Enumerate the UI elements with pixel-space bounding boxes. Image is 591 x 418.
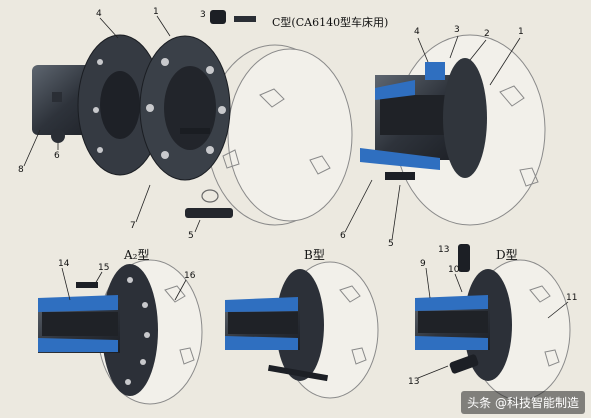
section-label-d: D型 xyxy=(496,248,518,262)
a2-section-bottom xyxy=(38,338,118,352)
c-part3-screw xyxy=(234,16,256,22)
c-type-exploded-assembly xyxy=(23,10,353,233)
c-chuck-outline-front xyxy=(227,48,353,222)
c-cut-section-top xyxy=(375,80,415,100)
c-left-leader-lines xyxy=(23,15,201,233)
d-chuck-jaws xyxy=(529,285,560,367)
b-section-bottom xyxy=(225,336,298,350)
callout-d-13-bottom: 13 xyxy=(408,377,420,387)
c-ring-bolt-holes xyxy=(93,58,226,159)
c-chuck-jaws xyxy=(222,88,331,175)
b-chuck-jaws xyxy=(339,285,367,365)
callout-d-10: 10 xyxy=(448,265,460,275)
d-leader-lines xyxy=(417,267,569,379)
c-cut-flange xyxy=(443,58,487,178)
callout-a2-15: 15 xyxy=(98,263,110,273)
callout-a2-14: 14 xyxy=(58,259,70,269)
c-flange-bore xyxy=(100,71,140,139)
callout-c-left-6: 6 xyxy=(54,151,60,161)
callout-c-left-8: 8 xyxy=(18,165,24,175)
c-cut-chuck-jaws xyxy=(499,85,539,187)
callout-d-13-top: 13 xyxy=(438,245,450,255)
callout-c-left-7: 7 xyxy=(130,221,136,231)
b-long-bolt xyxy=(267,364,329,382)
c-pin-8 xyxy=(52,92,62,102)
callout-c-right-6: 6 xyxy=(340,231,346,241)
section-label-a2: A₂型 xyxy=(124,248,150,262)
c-key-bolt xyxy=(180,128,210,134)
a2-bolt-15 xyxy=(76,282,98,288)
callout-c-right-1: 1 xyxy=(518,27,524,37)
callout-c-right-4: 4 xyxy=(414,27,420,37)
c-part5-washer xyxy=(201,189,219,203)
callout-c-left-5: 5 xyxy=(188,231,194,241)
c-spindle-bore xyxy=(164,66,216,150)
c-nut-6 xyxy=(51,129,65,143)
a2-flange-holes xyxy=(125,277,150,385)
b-bore xyxy=(228,312,298,334)
callout-c-left-4: 4 xyxy=(96,9,102,19)
a2-leader-lines xyxy=(61,267,187,301)
d-cam-stud-13-lower xyxy=(449,354,479,374)
b-type-assembly xyxy=(225,261,379,399)
a2-bore xyxy=(42,312,118,336)
c-cut-stud-6 xyxy=(385,172,415,180)
d-cam-stud-13 xyxy=(458,244,470,272)
d-bore xyxy=(418,311,488,333)
callout-c-right-2: 2 xyxy=(484,29,490,39)
d-type-assembly xyxy=(415,244,571,401)
a2-type-assembly xyxy=(38,259,203,405)
watermark: 头条 @科技智能制造 xyxy=(461,391,585,414)
d-section-bottom xyxy=(415,336,488,350)
callout-c-right-5: 5 xyxy=(388,239,394,249)
c-part3-cap xyxy=(210,10,226,24)
c-cut-section-flange xyxy=(425,62,445,80)
c-type-title: C型(CA6140型车床用) xyxy=(272,16,389,29)
callout-c-left-3: 3 xyxy=(200,10,206,20)
callout-d-11: 11 xyxy=(566,293,578,303)
callout-c-right-3: 3 xyxy=(454,25,460,35)
callout-d-9: 9 xyxy=(420,259,426,269)
c-right-leader-lines xyxy=(344,35,521,241)
d-section-top xyxy=(415,295,488,311)
a2-chuck-jaws xyxy=(164,285,195,365)
section-label-b: B型 xyxy=(304,248,325,262)
b-section-top xyxy=(225,297,298,312)
callout-c-left-1: 1 xyxy=(153,7,159,17)
a2-section-top xyxy=(38,295,118,312)
c-part5-stud xyxy=(185,208,233,218)
c-cut-section-bottom xyxy=(360,148,440,170)
callout-a2-16: 16 xyxy=(184,271,196,281)
c-type-cutaway-assembly xyxy=(344,34,546,241)
